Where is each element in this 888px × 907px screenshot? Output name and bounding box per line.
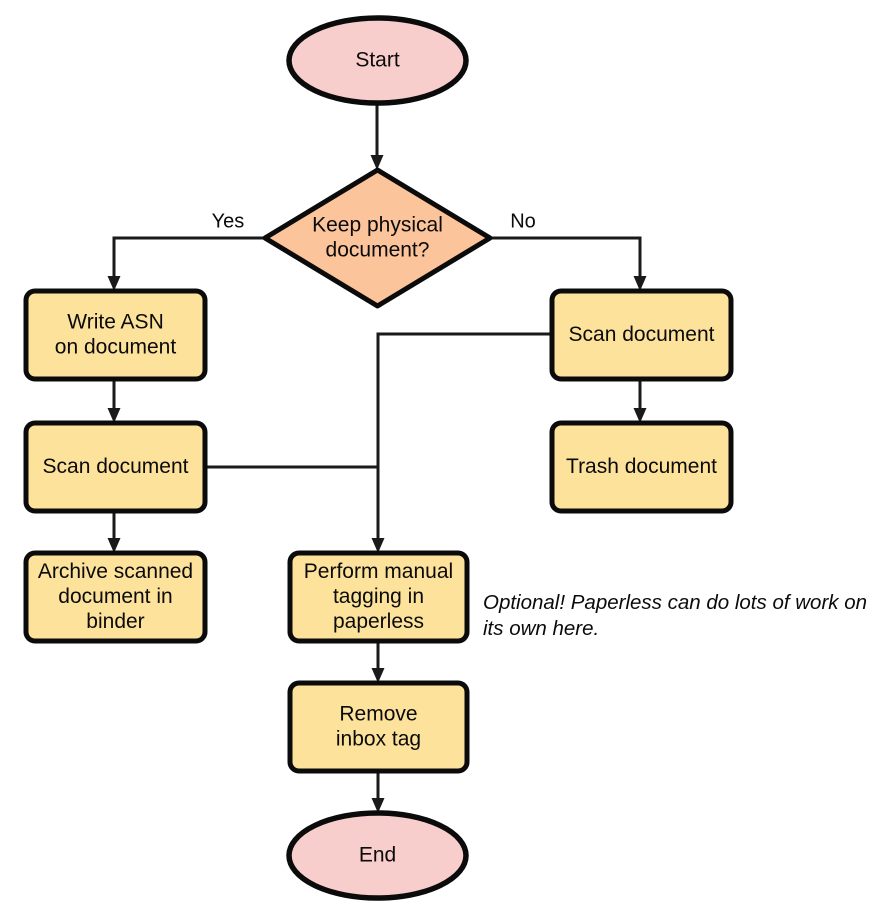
node-trash[interactable]: Trash document xyxy=(549,420,734,514)
arrowhead-icon xyxy=(371,798,385,813)
edge-e-decision-scan-right xyxy=(490,236,647,291)
edge-label-no: No xyxy=(510,210,536,232)
arrowhead-icon xyxy=(371,668,385,683)
node-label-line: document in xyxy=(58,585,172,608)
node-label: Scan document xyxy=(569,323,715,346)
node-label-line: Trash document xyxy=(566,455,717,478)
node-label-line: End xyxy=(359,843,396,866)
node-label: Trash document xyxy=(566,455,717,478)
node-label-line: tagging in xyxy=(333,585,424,608)
node-label-line: document? xyxy=(326,238,430,261)
edges-layer xyxy=(107,103,647,813)
edge-line xyxy=(376,332,552,540)
node-shape-terminator xyxy=(286,810,469,901)
edge-e-scan-right-trash xyxy=(633,379,647,423)
node-label-line: inbox tag xyxy=(336,727,421,750)
annotation-line: its own here. xyxy=(483,617,599,640)
node-shape-process xyxy=(23,288,208,382)
annotations-layer: Optional! Paperless can do lots of work … xyxy=(483,591,867,640)
arrowhead-icon xyxy=(633,276,647,291)
edge-e-decision-write-asn xyxy=(107,236,265,291)
annotation-line: Optional! Paperless can do lots of work … xyxy=(483,591,867,614)
edge-e-remove-end xyxy=(371,771,385,813)
node-shape-process xyxy=(23,550,208,644)
node-start[interactable]: Start xyxy=(286,15,469,106)
edge-e-write-asn-scan-left xyxy=(107,379,121,423)
node-label-line: Archive scanned xyxy=(38,560,193,583)
node-label-line: Keep physical xyxy=(312,213,443,236)
arrowhead-icon xyxy=(107,538,121,553)
node-shape-process xyxy=(23,420,208,514)
node-label-line: Scan document xyxy=(569,323,715,346)
arrowhead-icon xyxy=(371,538,385,553)
node-shape-process xyxy=(287,550,470,644)
node-label-line: Start xyxy=(355,48,400,71)
node-shape-process xyxy=(549,420,734,514)
arrowhead-icon xyxy=(107,276,121,291)
node-label-line: Scan document xyxy=(43,455,189,478)
edge-labels-layer: Yes No xyxy=(212,210,536,232)
annotation-optional-note: Optional! Paperless can do lots of work … xyxy=(483,591,867,640)
arrowhead-icon xyxy=(633,408,647,423)
edge-e-scan-left-archive xyxy=(107,511,121,553)
node-scan-left[interactable]: Scan document xyxy=(23,420,208,514)
node-label-line: on document xyxy=(55,335,177,358)
node-end[interactable]: End xyxy=(286,810,469,901)
node-label-line: paperless xyxy=(333,610,424,633)
node-label-line: binder xyxy=(86,610,144,633)
node-shape-process xyxy=(287,680,470,774)
node-label-line: Perform manual xyxy=(304,560,453,583)
arrowhead-icon xyxy=(107,408,121,423)
node-shape-terminator xyxy=(286,15,469,106)
edge-e-tagging-remove xyxy=(371,641,385,683)
edge-label-yes: Yes xyxy=(212,210,245,232)
edge-line xyxy=(112,236,265,278)
node-label-line: Remove xyxy=(339,702,417,725)
node-label: Scan document xyxy=(43,455,189,478)
edge-e-start-decision xyxy=(370,103,384,170)
node-label: Start xyxy=(355,48,400,71)
node-label: End xyxy=(359,843,396,866)
arrowhead-icon xyxy=(370,155,384,170)
edge-e-scan-right-tagging xyxy=(371,332,552,553)
node-label-line: Write ASN xyxy=(67,310,163,333)
node-shape-decision xyxy=(262,167,493,309)
node-scan-right[interactable]: Scan document xyxy=(549,288,734,382)
node-shape-process xyxy=(549,288,734,382)
edge-line xyxy=(490,236,642,278)
